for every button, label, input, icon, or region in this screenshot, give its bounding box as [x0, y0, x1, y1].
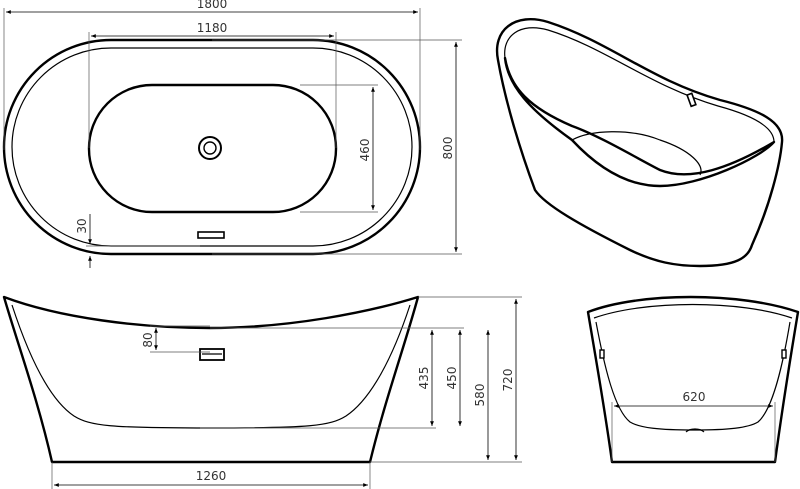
top-basin [87, 83, 338, 214]
perspective-overflow-icon [686, 92, 697, 108]
end-outer-shell [586, 295, 800, 464]
dim-side-height-435: 435 [417, 367, 431, 390]
drain-inner-icon [203, 141, 217, 155]
perspective-basin-floor [571, 131, 702, 176]
dim-top-rim: 30 [75, 218, 89, 233]
end-overflow-icon-right [781, 349, 787, 359]
dim-side-height-720: 720 [501, 369, 515, 392]
dim-top-width: 800 [441, 137, 455, 160]
side-view: 80 1260 435 450 580 720 [2, 295, 522, 489]
dim-side-height-580: 580 [473, 384, 487, 407]
dim-end-width: 620 [683, 390, 706, 404]
overflow-icon [197, 231, 225, 239]
dim-top-inner-width: 460 [358, 139, 372, 162]
perspective-view [495, 18, 784, 268]
dim-top-inner-length: 1180 [197, 21, 228, 35]
end-overflow-icon-left [599, 349, 605, 359]
end-rim-inner [593, 303, 793, 319]
perspective-outer-shell [495, 18, 784, 268]
end-view: 620 [586, 295, 800, 464]
top-view: 1800 1180 800 460 30 [2, 0, 462, 268]
end-basin-profile [595, 321, 791, 431]
drain-icon [198, 136, 222, 160]
perspective-rim-inner [504, 27, 775, 143]
dim-side-height-450: 450 [445, 367, 459, 390]
dim-side-overflow-height: 80 [141, 332, 155, 347]
top-inner-rim [11, 47, 413, 247]
dim-side-base-length: 1260 [196, 469, 227, 483]
dim-top-length: 1800 [197, 0, 228, 11]
side-outer-shell [2, 295, 420, 464]
end-drain-icon [685, 428, 705, 433]
